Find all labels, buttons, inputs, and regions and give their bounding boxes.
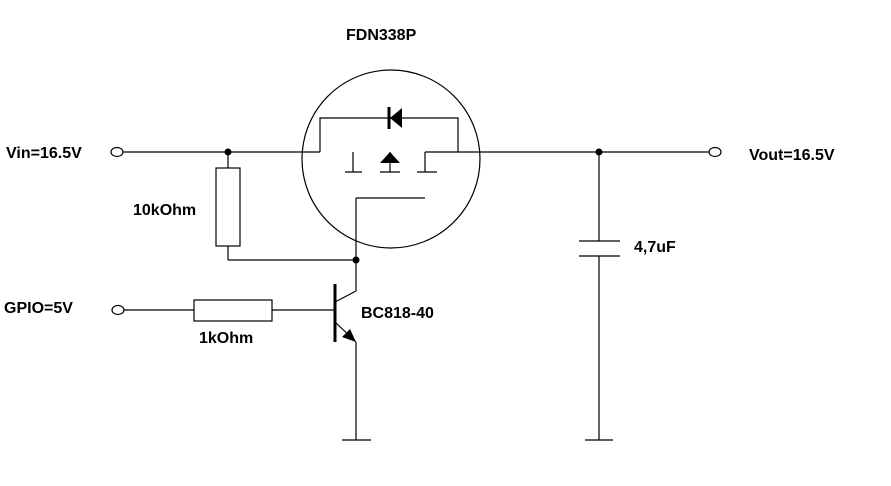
wires bbox=[123, 151, 709, 440]
gpio-terminal bbox=[111, 304, 125, 316]
emitter-arrow bbox=[342, 329, 356, 342]
mosfet-fdn338p bbox=[301, 69, 481, 249]
vin-terminal bbox=[110, 146, 124, 158]
capacitor-label: 4,7uF bbox=[634, 239, 676, 256]
vout-label: Vout=16.5V bbox=[749, 147, 835, 164]
vout-terminal bbox=[708, 146, 722, 158]
capacitor bbox=[579, 240, 620, 257]
r-base-label: 1kOhm bbox=[199, 330, 253, 347]
mosfet-envelope bbox=[301, 69, 481, 249]
junction-dot bbox=[224, 148, 232, 156]
resistor-10k bbox=[215, 167, 241, 247]
collector-lead bbox=[334, 290, 357, 303]
junction-dot bbox=[595, 148, 603, 156]
body-diode-triangle bbox=[390, 108, 402, 128]
junction-dot bbox=[352, 256, 360, 264]
vin-label: Vin=16.5V bbox=[6, 145, 82, 162]
mosfet-label: FDN338P bbox=[346, 27, 417, 44]
r-pullup-label: 10kOhm bbox=[133, 202, 196, 219]
p-channel-arrow bbox=[380, 152, 400, 163]
npn-transistor-bc818 bbox=[333, 284, 357, 343]
resistor-1k bbox=[193, 299, 273, 322]
gpio-label: GPIO=5V bbox=[4, 300, 73, 317]
transistor-label: BC818-40 bbox=[361, 305, 434, 322]
